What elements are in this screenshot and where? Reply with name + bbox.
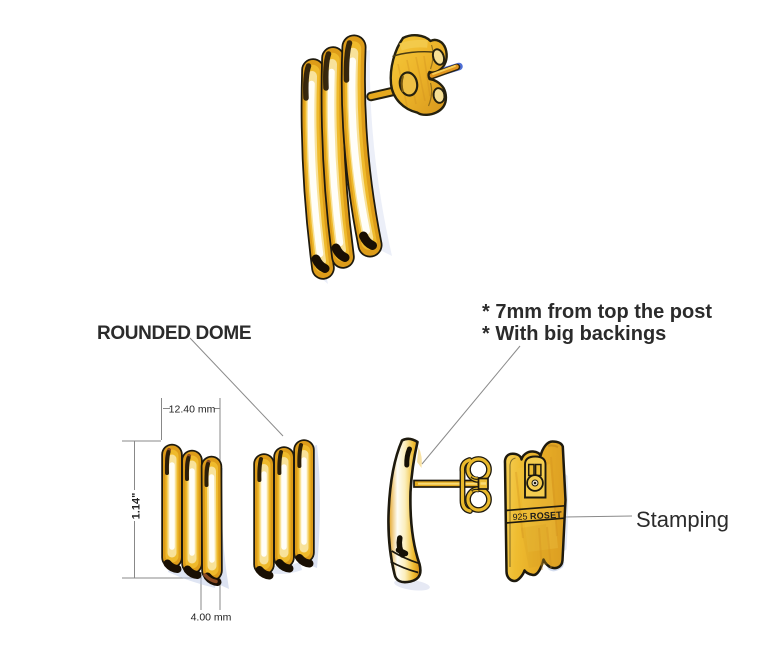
svg-text:* 7mm from top the post: * 7mm from top the post: [482, 301, 712, 323]
svg-text:ROSET: ROSET: [530, 510, 563, 522]
svg-text:12.40 mm: 12.40 mm: [169, 404, 216, 416]
svg-text:925: 925: [512, 511, 528, 522]
svg-text:4.00 mm: 4.00 mm: [191, 612, 232, 624]
svg-text:ROUNDED DOME: ROUNDED DOME: [97, 323, 251, 344]
svg-text:1.14": 1.14": [131, 493, 143, 520]
svg-text:* With big backings: * With big backings: [482, 323, 666, 345]
svg-text:Stamping: Stamping: [636, 507, 729, 532]
